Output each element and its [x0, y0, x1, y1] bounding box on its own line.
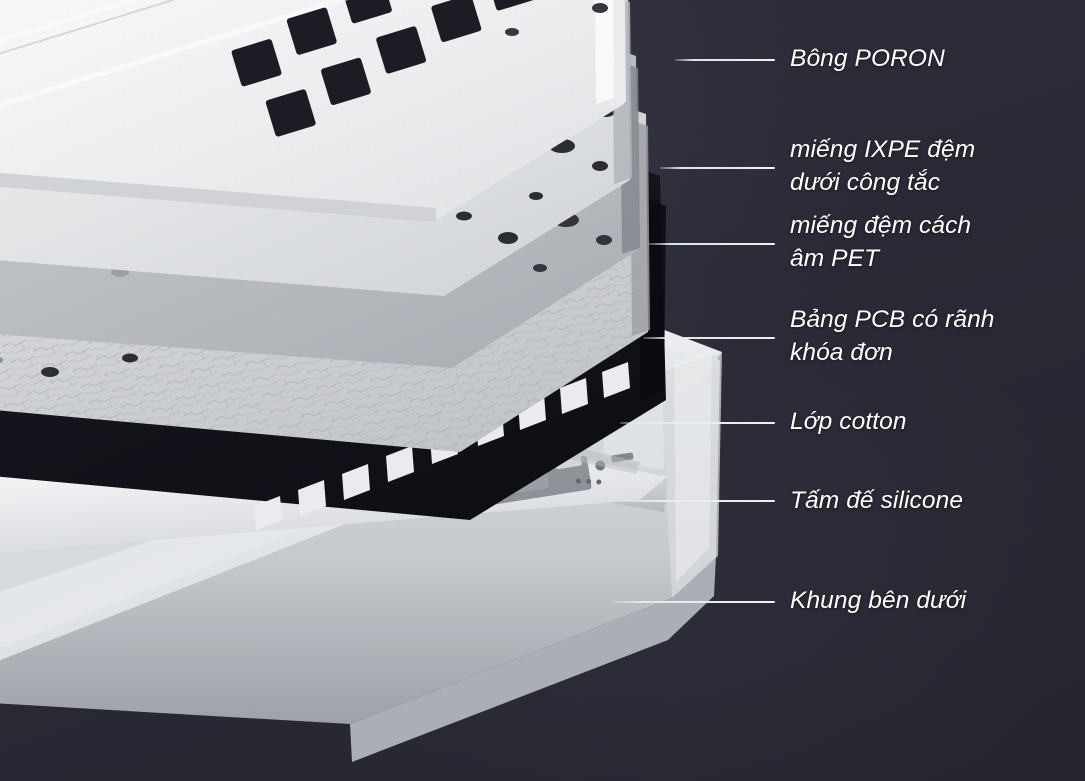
label-ixpe-switch-pad: miếng IXPE đệm dưới công tắc [790, 136, 976, 196]
label-silicone-base-pad: Tấm đế silicone [790, 487, 964, 514]
label-poron-foam: Bông PORON [790, 45, 945, 72]
leader-line-cotton [620, 422, 775, 424]
leader-line-ixpe [660, 167, 775, 169]
label-pcb-single-gasket: Bảng PCB có rãnh khóa đơn [790, 306, 995, 366]
leader-line-pet [648, 243, 775, 245]
layer-poron-foam [0, 0, 626, 222]
leader-line-pcb [643, 337, 775, 339]
label-bottom-frame: Khung bên dưới [790, 587, 967, 614]
label-cotton-layer: Lớp cotton [790, 408, 907, 435]
leader-line-silicone [618, 500, 775, 502]
leader-line-poron [675, 59, 775, 61]
label-pet-sound-dampener: miếng đệm cách âm PET [790, 212, 972, 272]
leader-line-bottom-frame [612, 601, 775, 603]
